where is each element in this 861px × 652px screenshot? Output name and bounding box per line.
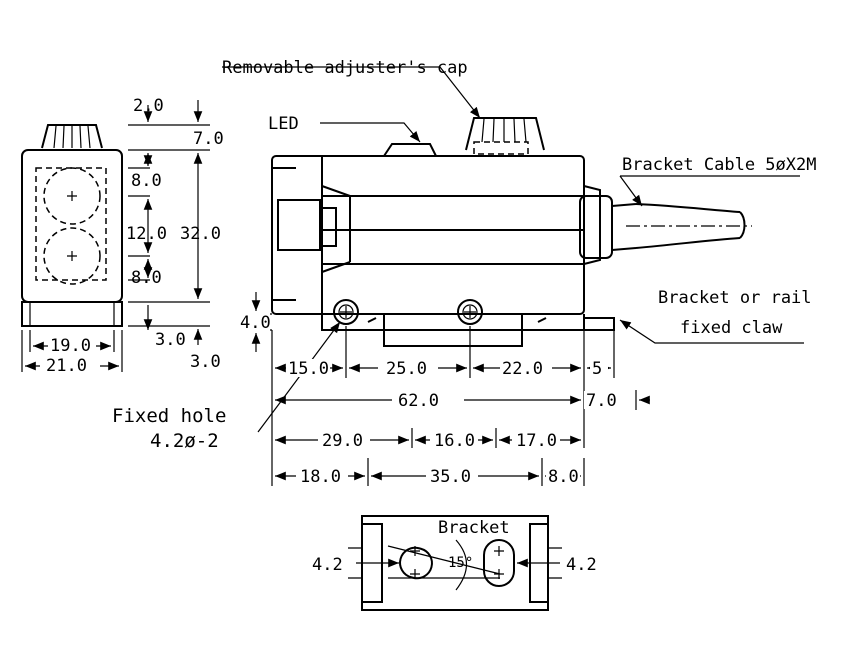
dim-foot-right: 3.0 — [190, 352, 221, 372]
dim-hole-left: 15.0 — [288, 359, 329, 379]
bracket-rail-label-line1: Bracket or rail — [658, 288, 812, 308]
fixed-hole-label-line1: Fixed hole — [112, 405, 226, 427]
dim-mount-height: 4.0 — [240, 313, 271, 333]
dim-outer-width: 21.0 — [46, 356, 87, 376]
dim-slot-left: 4.2 — [312, 555, 343, 575]
dim-seg-d: 18.0 — [300, 467, 341, 487]
cable — [635, 203, 741, 249]
fixed-hole-right — [457, 299, 483, 325]
side-foot — [21, 301, 123, 327]
dim-inner-width: 19.0 — [50, 336, 91, 356]
dim-seg-f: 8.0 — [548, 467, 579, 487]
dim-seg-a: 29.0 — [322, 431, 363, 451]
bracket-cable-label: Bracket Cable 5øX2M — [622, 155, 816, 175]
front-body — [271, 155, 585, 315]
upper-lens — [43, 167, 101, 225]
dim-claw-offset: 7.0 — [586, 391, 617, 411]
side-view — [21, 100, 210, 372]
side-cap-outline — [41, 124, 103, 149]
dim-slot-right: 4.2 — [566, 555, 597, 575]
dim-lens-top: 8.0 — [131, 171, 162, 191]
dim-hole-spacing: 25.0 — [386, 359, 427, 379]
dim-total-length: 62.0 — [398, 391, 439, 411]
fixed-hole-label-line2: 4.2ø-2 — [150, 430, 219, 452]
dim-lens-gap: 12.0 — [126, 224, 167, 244]
adjuster-cap-label: Removable adjuster's cap — [222, 58, 468, 78]
led-label: LED — [268, 114, 299, 134]
adjuster-cap-outline — [465, 117, 545, 151]
bracket-label: Bracket — [438, 518, 510, 538]
dim-foot: 3.0 — [155, 330, 186, 350]
side-body — [21, 149, 123, 303]
dim-hole-right: 22.0 — [502, 359, 543, 379]
bracket-rail-label-line2: fixed claw — [680, 318, 783, 338]
dim-cap-height: 7.0 — [193, 129, 224, 149]
dim-top-cap: 2.0 — [133, 96, 164, 116]
dim-lens-bottom: 8.0 — [131, 268, 162, 288]
front-view — [222, 66, 804, 486]
bracket-slot-right — [483, 539, 515, 587]
led-bump — [383, 143, 437, 157]
dim-total-height: 32.0 — [180, 224, 221, 244]
fixed-hole-left — [333, 299, 359, 325]
dim-seg-c: 17.0 — [516, 431, 557, 451]
dim-seg-b: 16.0 — [434, 431, 475, 451]
dim-claw: 5 — [592, 359, 602, 379]
bracket-view — [348, 515, 562, 611]
dim-seg-e: 35.0 — [430, 467, 471, 487]
bracket-angle: 15° — [448, 555, 473, 571]
lower-lens — [43, 227, 101, 285]
cable-gland — [583, 185, 601, 265]
